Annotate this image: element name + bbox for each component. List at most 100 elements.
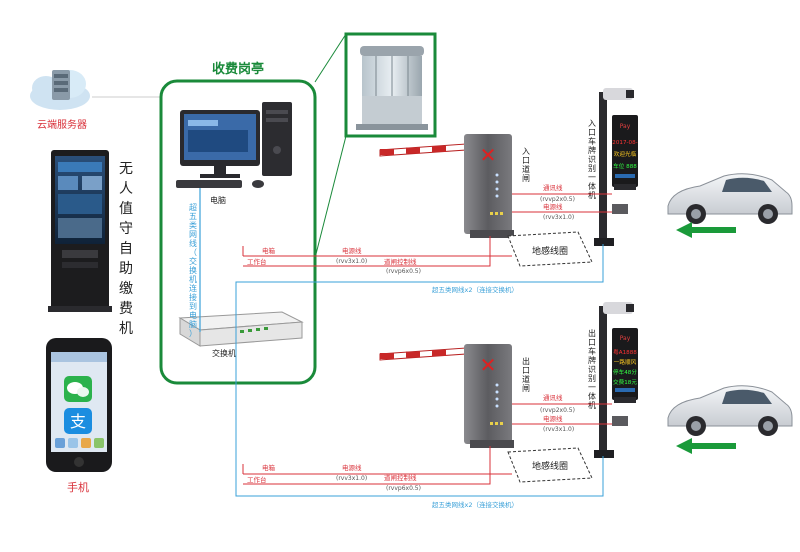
exit-camera-label-char: 别 — [588, 374, 596, 383]
exit-power-box-label: 电箱 — [262, 463, 276, 472]
exit-camera-label-char: 口 — [588, 338, 596, 347]
exit-gate-label-char: 道 — [522, 374, 530, 384]
entrance-display-line: 2017-08- — [612, 140, 637, 146]
kiosk-label-char: 值 — [119, 201, 133, 217]
exit-display-line: 一路顺风 — [614, 358, 637, 366]
cloud-server: 云端服务器 — [30, 70, 90, 131]
exit-camera-label-char: 体 — [588, 391, 596, 401]
booth-cable-label-char: 类 — [189, 220, 197, 230]
booth-cable-label-char: 换 — [189, 265, 197, 275]
mobile-phone: 支 — [46, 338, 112, 472]
kiosk-label-char: 机 — [119, 321, 133, 337]
exit-display-brand: Pay — [620, 335, 631, 342]
booth-cable-label-char: （ — [189, 248, 197, 257]
exit-car — [667, 385, 793, 436]
entrance-gate-ctrl-label: 道闸控制线 — [384, 257, 417, 266]
kiosk-label-char: 缴 — [119, 281, 133, 297]
booth-cable-label-char: 交 — [189, 256, 197, 266]
exit-gate-ctrl-spec: (rvvp6x0.5) — [386, 485, 421, 492]
booth-cable-label: 超 五 类 网 线 （ 交 换 机 连 接 到 电 脑 ） — [189, 202, 197, 338]
booth-cable-label-char: 脑 — [189, 319, 197, 329]
exit-power-wire-spec: (rvv3x1.0) — [543, 426, 574, 433]
booth-cable-label-char: ） — [189, 329, 197, 338]
entrance-direction-arrow — [676, 222, 736, 238]
exit-camera-label: 出 口 车 牌 识 别 一 体 机 — [588, 328, 596, 410]
exit-gate: ✕ — [464, 344, 514, 448]
entrance-power-wire-label: 电源线 — [543, 202, 563, 211]
entrance-comm-wire-spec: (rvvp2x0.5) — [540, 196, 575, 203]
kiosk-label-char: 人 — [119, 181, 133, 197]
entrance-ground-loop — [507, 231, 593, 267]
entrance-camera-label-char: 口 — [588, 128, 596, 137]
switch-label: 交换机 — [212, 348, 236, 358]
exit-display: Pay 粤A1888 一路顺风 停车48分 交费18元 — [613, 335, 637, 392]
exit-network-label: 超五类网线x2（连接交换机） — [432, 500, 518, 509]
pc-computer — [176, 102, 292, 188]
exit-ground-loop — [507, 447, 593, 483]
exit-display-line: 交费18元 — [613, 378, 637, 386]
exit-gate-label: 出 口 道 闸 — [522, 356, 530, 393]
exit-display-line: 粤A1888 — [613, 348, 637, 356]
entrance-gate-label-char: 闸 — [522, 174, 530, 183]
kiosk-label: 无 人 值 守 自 助 缴 费 机 — [119, 161, 133, 337]
entrance-camera-label-char: 牌 — [588, 145, 596, 155]
entrance-lane: ✕ 入 口 道 闸 Pay 2017-08- 欢 — [235, 88, 793, 346]
alipay-icon: 支 — [64, 408, 92, 434]
entrance-camera-label-char: 一 — [588, 173, 596, 182]
exit-gate-label-char: 闸 — [522, 384, 530, 393]
exit-display-line: 停车48分 — [613, 368, 637, 376]
entrance-network-line — [235, 244, 604, 346]
booth-cable-label-char: 网 — [189, 230, 197, 239]
cloud-icon — [30, 70, 90, 110]
self-service-kiosk — [48, 150, 112, 312]
svg-text:支: 支 — [70, 412, 86, 431]
exit-camera-label-char: 出 — [588, 328, 596, 338]
booth-cable-label-char: 五 — [189, 212, 197, 221]
exit-gate-label-char: 口 — [522, 366, 530, 375]
exit-power-line-spec: (rvv3x1.0) — [336, 475, 367, 482]
entrance-display-line: 车位 888 — [613, 162, 637, 170]
exit-camera-label-char: 识 — [588, 365, 596, 374]
entrance-loop-label: 地感线圈 — [532, 245, 568, 257]
pc-label: 电脑 — [210, 195, 226, 205]
network-switch — [178, 311, 304, 347]
exit-camera-pole — [594, 302, 638, 458]
booth-photo — [344, 32, 437, 138]
entrance-gate-label-char: 入 — [522, 147, 530, 156]
exit-gate-label-char: 出 — [522, 356, 530, 366]
kiosk-label-char: 无 — [119, 161, 133, 177]
entrance-camera-pole — [594, 88, 638, 246]
exit-camera-label-char: 一 — [588, 383, 596, 392]
entrance-power-wire-spec: (rvv3x1.0) — [543, 214, 574, 221]
entrance-gate-label: 入 口 道 闸 — [522, 147, 530, 183]
entrance-gate-label-char: 道 — [522, 164, 530, 174]
entrance-desk-label: 工作台 — [247, 257, 267, 266]
exit-gate-x-icon: ✕ — [480, 353, 497, 377]
entrance-camera-label: 入 口 车 牌 识 别 一 体 机 — [588, 119, 596, 200]
entrance-comm-wire-label: 通讯线 — [543, 183, 563, 192]
entrance-network-label: 超五类网线x2（连接交换机） — [432, 285, 518, 294]
entrance-camera-label-char: 别 — [588, 164, 596, 173]
booth-border — [159, 79, 317, 385]
exit-camera-label-char: 车 — [588, 346, 596, 356]
entrance-power-line-label: 电源线 — [342, 246, 362, 255]
booth-cable-label-char: 到 — [189, 302, 197, 311]
exit-camera-label-char: 牌 — [588, 355, 596, 365]
cloud-server-label: 云端服务器 — [37, 118, 87, 131]
exit-direction-arrow — [676, 438, 736, 454]
wechat-icon — [64, 376, 92, 402]
entrance-camera-label-char: 机 — [588, 190, 596, 200]
exit-desk-wire — [243, 446, 491, 485]
phone-label: 手机 — [67, 480, 89, 494]
entrance-gate-ctrl-spec: (rvvp6x0.5) — [386, 268, 421, 275]
exit-gate-ctrl-label: 道闸控制线 — [384, 473, 417, 482]
entrance-camera-label-char: 识 — [588, 155, 596, 164]
kiosk-label-char: 自 — [119, 241, 133, 257]
booth-title: 收费岗亭 — [212, 61, 264, 77]
entrance-display: Pay 2017-08- 欢迎光临 车位 888 — [612, 123, 638, 178]
entrance-camera-label-char: 入 — [588, 119, 596, 128]
booth-cable-label-char: 超 — [189, 202, 197, 212]
entrance-display-line: 欢迎光临 — [614, 150, 637, 158]
exit-network-line — [235, 346, 604, 497]
